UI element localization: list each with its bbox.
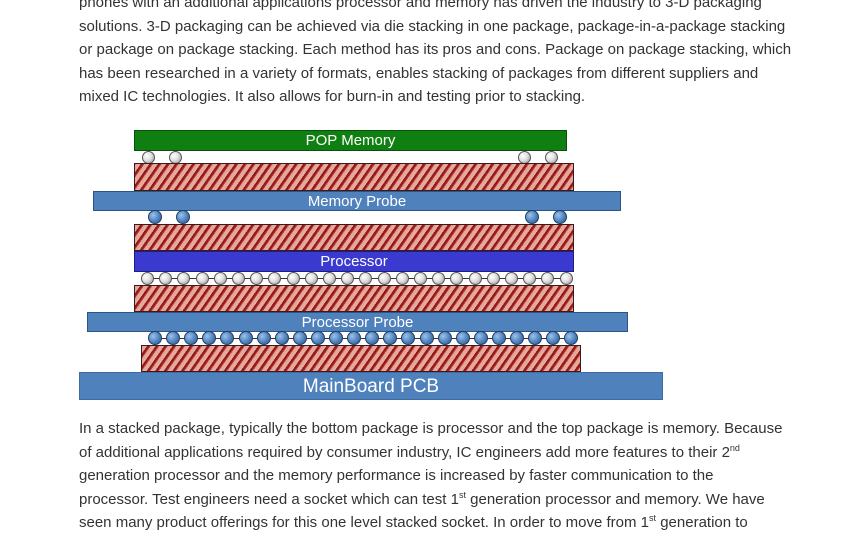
pcb-socket-substrate (141, 345, 581, 372)
solder-ball (559, 272, 573, 285)
text-span: generation to (656, 514, 748, 531)
probe-pin (473, 331, 488, 345)
probe-pin (491, 331, 506, 345)
solder-ball (341, 272, 355, 285)
text-line: solutions. 3-D packaging can be achieved… (79, 17, 786, 35)
solder-ball (359, 272, 373, 285)
solder-ball (450, 272, 464, 285)
text-line: or package on package stacking. Each met… (79, 41, 792, 58)
pop-memory-label: POP Memory (305, 132, 396, 149)
probe-pin (564, 331, 579, 345)
text-line: generation processor and the memory perf… (79, 467, 714, 484)
solder-ball (545, 151, 558, 164)
solder-ball (414, 272, 427, 285)
solder-ball (141, 272, 154, 285)
text-line: has been researched in a variety of form… (79, 64, 759, 82)
probe-pin (401, 331, 416, 345)
solder-ball (505, 272, 518, 285)
mainboard-pcb-label: MainBoard PCB (302, 376, 440, 397)
solder-ball (195, 272, 209, 285)
processor-bar (134, 251, 574, 272)
probe-pin (292, 331, 307, 345)
text-span: generation processor and memory. We have (465, 490, 765, 508)
solder-ball (304, 272, 318, 285)
solder-ball (169, 151, 182, 164)
probe-pin (525, 210, 539, 224)
solder-ball (142, 151, 155, 164)
solder-ball (159, 272, 173, 285)
ball-row-line (142, 278, 568, 279)
text-line: mixed IC technologies. It also allows fo… (79, 88, 586, 105)
probe-pin (148, 331, 162, 345)
memory-substrate (134, 163, 574, 191)
text-line: phones with an additional applications p… (79, 0, 762, 11)
probe-pin (256, 331, 271, 345)
memory-probe-label: Memory Probe (307, 193, 407, 210)
mainboard-pcb-bar (79, 372, 663, 400)
solder-ball (268, 272, 282, 285)
solder-ball (432, 272, 446, 285)
superscript: st (458, 489, 466, 500)
probe-pin (510, 331, 524, 345)
superscript: nd (729, 442, 740, 453)
intro-paragraph: phones with an additional applications p… (79, 0, 809, 109)
solder-ball (232, 272, 245, 285)
probe-pin (238, 331, 253, 345)
solder-ball (395, 272, 409, 285)
probe-pin (347, 331, 362, 345)
solder-ball (518, 151, 531, 164)
solder-ball (541, 272, 555, 285)
probe-pin (148, 210, 162, 224)
probe-pin (437, 331, 452, 345)
probe-pin (546, 331, 561, 345)
text-span: seen many product offerings for this one… (79, 514, 650, 531)
probe-pin (383, 331, 398, 345)
solder-ball (177, 272, 191, 285)
text-line: processor. Test engineers need a socket … (79, 488, 809, 512)
solder-ball (468, 272, 482, 285)
solder-ball (523, 272, 537, 285)
solder-ball (250, 272, 264, 285)
text-line: In a stacked package, typically the bott… (79, 420, 783, 437)
probe-pin (310, 331, 325, 345)
superscript: st (649, 513, 657, 523)
processor-top-substrate (134, 224, 574, 251)
probe-pin (274, 331, 289, 345)
solder-ball (213, 272, 227, 285)
processor-probe-label: Processor Probe (301, 314, 414, 331)
probe-pin (329, 331, 343, 345)
text-line: of additional applications required by c… (79, 441, 809, 465)
processor-label: Processor (320, 253, 388, 270)
solder-ball (377, 272, 391, 285)
memory-probe-bar (93, 191, 621, 211)
pop-memory-bar (134, 130, 567, 151)
stacked-package-paragraph: In a stacked package, typically the bott… (79, 417, 809, 535)
probe-pin (553, 210, 567, 224)
text-line: seen many product offerings for this one… (79, 511, 809, 535)
solder-ball (323, 272, 336, 285)
probe-pin (184, 331, 199, 345)
processor-substrate (134, 285, 574, 312)
probe-pin (419, 331, 434, 345)
solder-ball (486, 272, 500, 285)
probe-pin (166, 331, 181, 345)
text-span: of additional applications required by c… (79, 443, 730, 461)
probe-pin (365, 331, 380, 345)
solder-ball (286, 272, 300, 285)
probe-pin (202, 331, 217, 345)
pin-row-line (148, 338, 572, 339)
text-span: processor. Test engineers need a socket … (79, 490, 459, 508)
processor-probe-bar (87, 312, 628, 332)
probe-pin (455, 331, 470, 345)
probe-pin (220, 331, 235, 345)
probe-pin (176, 210, 190, 224)
probe-pin (528, 331, 543, 345)
